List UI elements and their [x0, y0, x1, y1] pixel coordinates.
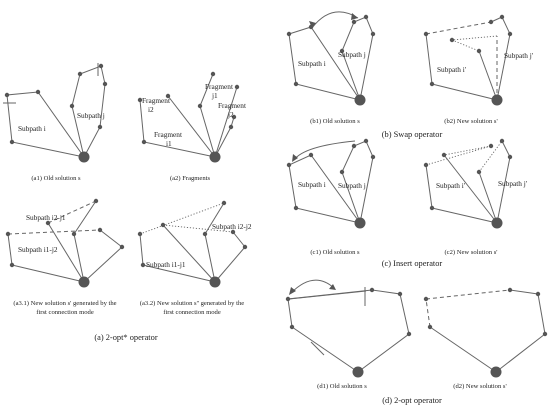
- section-title-b: (b) Swap operator: [382, 130, 443, 139]
- caption-a32-line2: first connection mode: [163, 309, 221, 316]
- panel-a1: Subpath i Subpath j (a1) Old solution s: [3, 63, 108, 182]
- section-title-a: (a) 2-opt* operator: [94, 333, 157, 342]
- label-fragment-j2-b: j2: [227, 110, 234, 119]
- caption-d2: (d2) New solution s': [453, 383, 506, 390]
- label-subpath-j: Subpath j: [77, 111, 105, 120]
- caption-c1: (c1) Old solution s: [310, 249, 360, 256]
- label-subpath-j-b1: Subpath j: [338, 50, 366, 59]
- label-fragment-i1-b: i1: [166, 139, 172, 148]
- caption-a1: (a1) Old solution s: [31, 175, 81, 182]
- label-subpath-i-c1: Subpath i: [298, 180, 326, 189]
- label-fragment-j1-a: Fragment: [205, 82, 233, 91]
- caption-a31-line1: (a3.1) New solution s' generated by the: [13, 300, 116, 307]
- label-fragment-i1-a: Fragment: [154, 130, 182, 139]
- panel-d1: (d1) Old solution s: [285, 279, 412, 390]
- label-subpath-i2-j1: Subpath i2-j1: [26, 213, 66, 222]
- label-subpath-j-c1: Subpath j: [338, 181, 366, 190]
- panel-a32: Subpath i2-j2 Subpath i1-j1 (a3.2) New s…: [137, 200, 252, 316]
- label-fragment-j1-b: j1: [211, 91, 218, 100]
- panel-a31: Subpath i2-j1 Subpath i1-j2 (a3.1) New s…: [5, 198, 125, 316]
- label-subpath-i-prime-b2: Subpath i': [437, 65, 467, 74]
- label-subpath-j-prime-b2: Subpath j': [504, 51, 534, 60]
- section-title-d: (d) 2-opt operator: [382, 396, 442, 405]
- caption-a32-line1: (a3.2) New solution s'' generated by the: [140, 300, 244, 307]
- panel-c2: Subpath i' Subpath j' (c2) New solution …: [423, 138, 528, 256]
- caption-d1: (d1) Old solution s: [317, 383, 367, 390]
- label-fragment-i2-b: i2: [148, 105, 154, 114]
- label-fragment-i2-a: Fragment: [142, 96, 170, 105]
- label-subpath-i-prime-c2: Subpath i': [436, 181, 466, 190]
- label-subpath-j-prime-c2: Subpath j': [498, 179, 528, 188]
- label-fragment-j2-a: Fragment: [218, 101, 246, 110]
- panel-a2: Fragment i2 Fragment j1 Fragment j2 Frag…: [137, 71, 246, 182]
- caption-b2: (b2) New solution s': [444, 118, 497, 125]
- caption-a2: (a2) Fragments: [170, 175, 211, 182]
- panel-d2: (d2) New solution s': [423, 287, 548, 390]
- label-subpath-i1-j2: Subpath i1-j2: [18, 245, 58, 254]
- panel-b1: Subpath i Subpath j (b1) Old solution s: [286, 11, 376, 125]
- label-subpath-i2-j2: Subpath i2-j2: [212, 222, 252, 231]
- label-subpath-i1-j1: Subpath i1-j1: [146, 260, 186, 269]
- label-subpath-i: Subpath i: [18, 124, 46, 133]
- caption-c2: (c2) New solution s': [444, 249, 497, 256]
- label-subpath-i-b1: Subpath i: [298, 59, 326, 68]
- caption-b1: (b1) Old solution s: [310, 118, 360, 125]
- section-title-c: (c) Insert operator: [382, 259, 443, 268]
- panel-b2: Subpath i' Subpath j' (b2) New solution …: [423, 14, 534, 125]
- caption-a31-line2: first connection mode: [36, 309, 94, 316]
- panel-c1: Subpath i Subpath j (c1) Old solution s: [286, 138, 376, 256]
